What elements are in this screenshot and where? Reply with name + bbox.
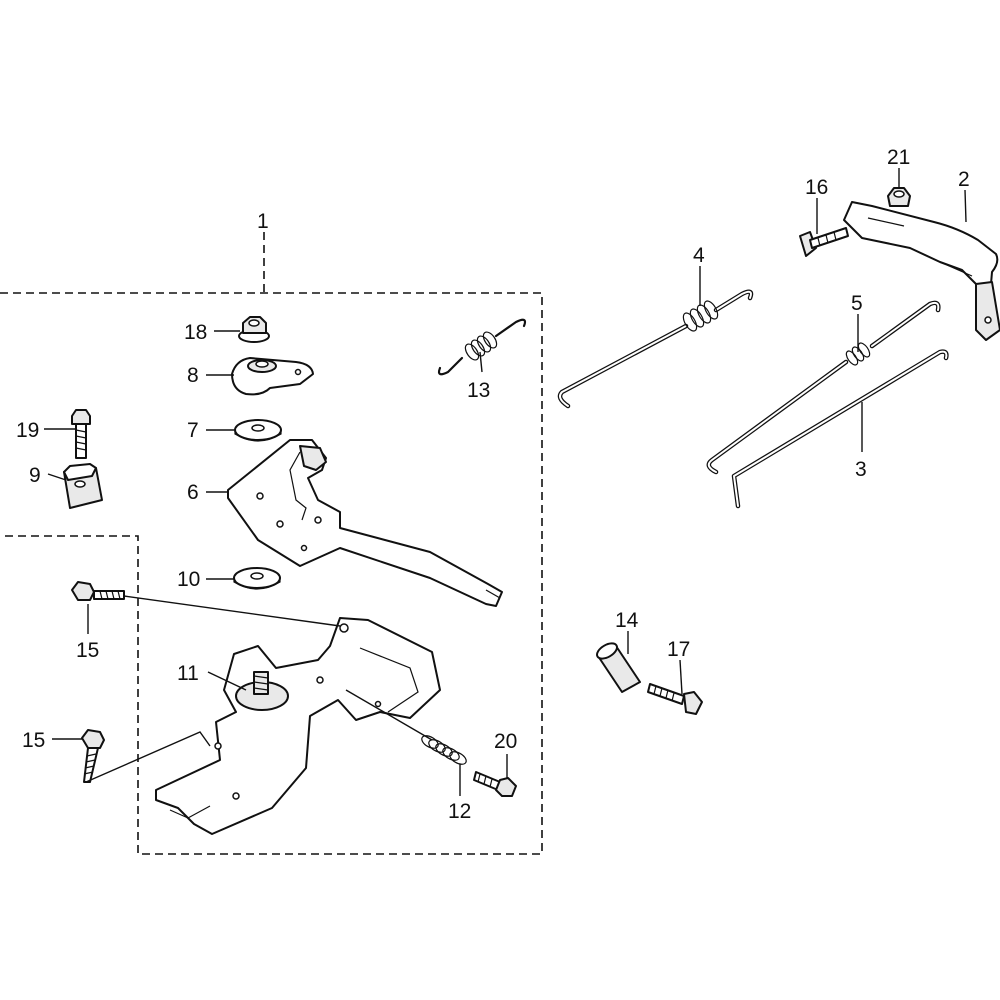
nut-part-21: [887, 187, 911, 207]
callout-15-upper: 15: [76, 639, 99, 662]
clip-nut-part-9: [63, 463, 103, 509]
callout-16: 16: [805, 176, 828, 199]
callout-1: 1: [257, 210, 269, 233]
callout-17: 17: [667, 638, 690, 661]
bolt-part-17: [647, 683, 703, 715]
callout-11: 11: [177, 662, 199, 685]
callout-18: 18: [184, 321, 207, 344]
callout-12: 12: [448, 800, 471, 823]
base-plate-part-11: [155, 617, 441, 835]
washer-part-7: [234, 419, 282, 442]
callout-7: 7: [187, 419, 199, 442]
callout-9: 9: [29, 464, 41, 487]
callout-14: 14: [615, 609, 639, 632]
callout-3: 3: [855, 458, 867, 481]
callout-8: 8: [187, 364, 199, 387]
collar-part-14: [596, 642, 641, 693]
bolt-part-16: [799, 227, 849, 257]
washer-part-10: [233, 567, 281, 590]
assembly-boundary: [0, 232, 543, 855]
bolt-part-20: [473, 771, 517, 797]
rod-part-3: [731, 349, 949, 509]
callout-2: 2: [958, 168, 970, 191]
callout-19: 19: [16, 419, 39, 442]
screw-part-15-lower: [81, 729, 105, 783]
callout-10: 10: [177, 568, 200, 591]
callout-4: 4: [693, 244, 705, 267]
lever-part-2: [843, 201, 1000, 341]
callout-15-lower: 15: [22, 729, 45, 752]
spring-part-13: [437, 318, 527, 376]
callout-6: 6: [187, 481, 199, 504]
cam-plate-part-8: [231, 357, 314, 396]
callout-5: 5: [851, 292, 863, 315]
rod-part-5: [706, 300, 941, 475]
leader-lines: [44, 168, 967, 796]
callout-13: 13: [467, 379, 490, 402]
flange-nut-part-18: [238, 316, 270, 343]
control-lever-part-6: [227, 439, 503, 607]
callout-20: 20: [494, 730, 517, 753]
screw-part-15-upper: [71, 581, 125, 601]
rod-part-4: [557, 289, 754, 409]
spring-part-12: [421, 735, 467, 765]
callouts: 1 2 3 4 5 6 7 8 9 10 11 12 13 14 15 15 1…: [16, 146, 970, 823]
callout-21: 21: [887, 146, 910, 169]
bolt-part-19: [71, 409, 91, 459]
